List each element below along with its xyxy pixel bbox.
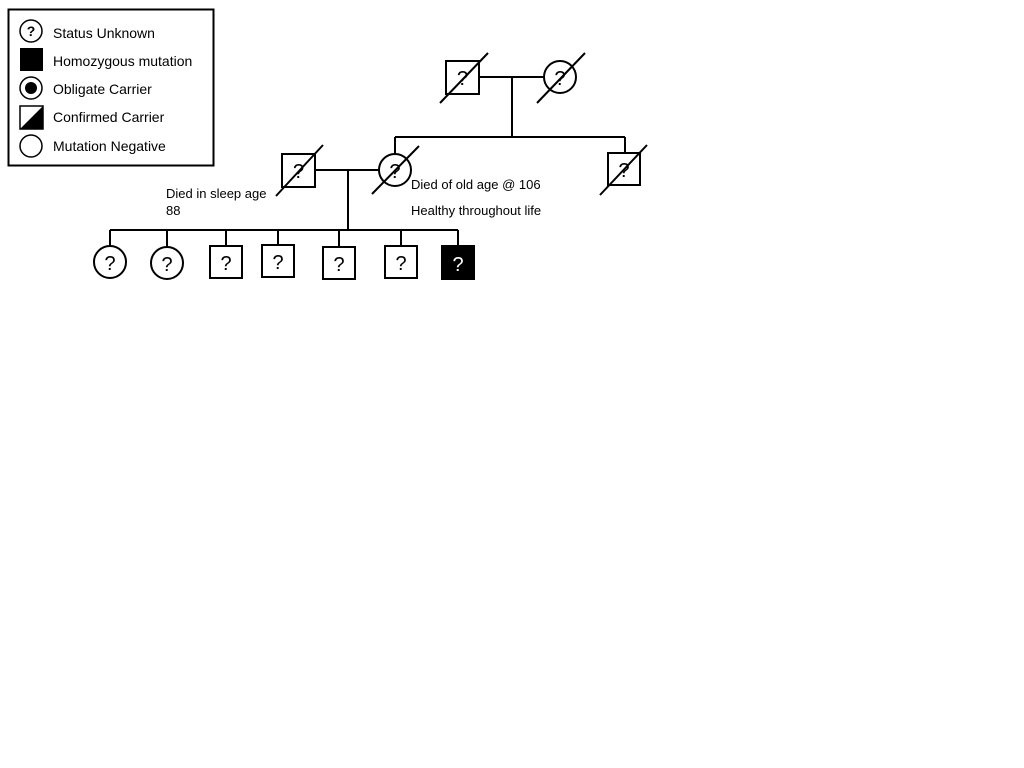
father-annotation-line-1: Died in sleep age (166, 186, 266, 201)
uncle-symbol[interactable]: ? (599, 144, 648, 196)
child-5-symbol[interactable]: ? (322, 246, 356, 280)
male-square-icon (261, 244, 295, 278)
legend-mutation-negative-label: Mutation Negative (53, 138, 166, 154)
legend-obligate-carrier-label: Obligate Carrier (53, 81, 152, 97)
legend-unknown-circle-icon (19, 19, 43, 43)
deceased-slash-icon (439, 52, 489, 104)
status-unknown-mark: ? (333, 254, 344, 276)
status-unknown-mark: ? (104, 253, 115, 275)
female-circle-icon (93, 245, 127, 279)
legend-filled-square-icon (20, 48, 43, 71)
child-7-symbol[interactable]: ? (441, 245, 475, 280)
status-unknown-mark: ? (272, 252, 283, 274)
affected-filled-square-icon (441, 245, 475, 280)
status-unknown-mark: ? (395, 253, 406, 275)
grandfather-symbol[interactable]: ? (439, 52, 489, 104)
deceased-slash-icon (536, 52, 586, 104)
legend-status-unknown: ? Status Unknown (19, 19, 155, 43)
status-unknown-mark: ? (452, 254, 463, 276)
child-2-symbol[interactable]: ? (150, 246, 184, 280)
male-square-icon (322, 246, 356, 280)
legend-empty-circle-icon (19, 134, 43, 158)
mother-symbol[interactable]: ? (371, 145, 420, 195)
male-square-icon (384, 245, 418, 279)
child-6-symbol[interactable]: ? (384, 245, 418, 279)
deceased-slash-icon (371, 145, 420, 195)
legend-status-unknown-label: Status Unknown (53, 25, 155, 41)
status-unknown-mark: ? (618, 160, 629, 182)
father-symbol[interactable]: ? (275, 144, 324, 197)
mother-annotation-line-2: Healthy throughout life (411, 203, 541, 218)
father-annotation: Died in sleep age 88 (166, 186, 266, 218)
female-circle-icon (543, 60, 577, 94)
legend-homozygous-label: Homozygous mutation (53, 53, 192, 69)
deceased-slash-icon (275, 144, 324, 197)
child-3-symbol[interactable]: ? (209, 245, 243, 279)
legend-homozygous: Homozygous mutation (20, 48, 192, 71)
father-annotation-line-2: 88 (166, 203, 180, 218)
mother-annotation-line-1: Died of old age @ 106 (411, 177, 541, 192)
legend-confirmed-carrier-label: Confirmed Carrier (53, 109, 165, 125)
male-square-icon (445, 60, 480, 95)
grandmother-symbol[interactable]: ? (536, 52, 586, 104)
legend-mutation-negative: Mutation Negative (19, 134, 166, 158)
legend: ? Status Unknown Homozygous mutation Obl… (7, 8, 215, 167)
legend-half-fill (20, 106, 43, 129)
deceased-slash-icon (599, 144, 648, 196)
status-unknown-mark: ? (161, 254, 172, 276)
legend-unknown-symbol: ? (27, 23, 36, 39)
pedigree-lines (109, 76, 626, 247)
legend-carrier-dot (25, 82, 37, 94)
child-4-symbol[interactable]: ? (261, 244, 295, 278)
male-square-icon (209, 245, 243, 279)
legend-confirmed-carrier: Confirmed Carrier (19, 105, 165, 130)
legend-obligate-carrier: Obligate Carrier (19, 76, 152, 100)
child-1-symbol[interactable]: ? (93, 245, 127, 279)
status-unknown-mark: ? (220, 253, 231, 275)
status-unknown-mark: ? (389, 161, 400, 183)
mother-annotation: Died of old age @ 106 Healthy throughout… (411, 177, 541, 218)
female-circle-icon (150, 246, 184, 280)
